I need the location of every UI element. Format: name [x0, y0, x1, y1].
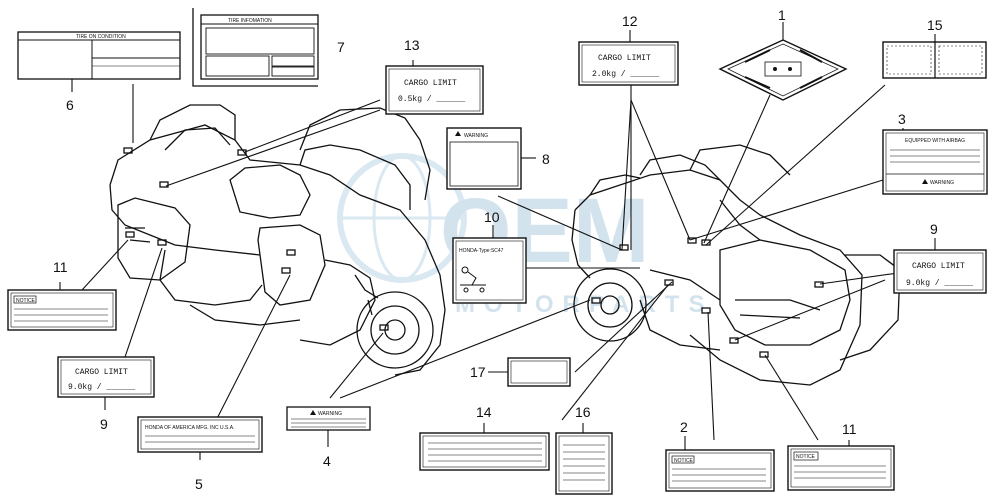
callout-9-right: 9 [930, 221, 938, 237]
tire-information-text: TIRE INFOMATION [228, 18, 272, 24]
honda-america-text: HONDA OF AMERICA MFG. INC U.S.A. [145, 425, 234, 431]
label-15-blank-panels [882, 41, 987, 79]
notice-2-text: NOTICE [674, 458, 694, 464]
label-1-diamond-emblem [718, 39, 848, 101]
label-9-cargo-limit-left: CARGO LIMIT 9.0kg / ______ [57, 356, 155, 398]
callout-17: 17 [470, 364, 486, 380]
cargo-12-title: CARGO LIMIT [598, 54, 651, 63]
callout-10: 10 [484, 209, 500, 225]
bracket-7 [192, 8, 318, 87]
cargo-13-value: 0.5kg / ______ [398, 95, 465, 104]
callout-8: 8 [542, 151, 550, 167]
honda-type-text: HONDA-Type:SC47 [459, 248, 504, 254]
callout-13: 13 [404, 37, 420, 53]
label-8-warning: WARNING [446, 127, 522, 190]
callout-14: 14 [476, 404, 492, 420]
label-7-tire-information: TIRE INFOMATION [200, 14, 319, 80]
callout-4: 4 [323, 453, 331, 469]
label-5-honda-america: HONDA OF AMERICA MFG. INC U.S.A. [137, 416, 263, 453]
notice-11a-text: NOTICE [16, 298, 36, 304]
label-11-notice-right: NOTICE [787, 445, 895, 491]
label-17-blank [507, 357, 571, 387]
callout-6: 6 [66, 97, 74, 113]
callout-7: 7 [337, 39, 345, 55]
label-14-lined [419, 432, 550, 471]
cargo-9b-title: CARGO LIMIT [912, 262, 965, 271]
cargo-13-title: CARGO LIMIT [404, 79, 457, 88]
watermark: OEM MOTORPARTS [337, 153, 704, 318]
cargo-9a-value: 9.0kg / ______ [68, 383, 135, 392]
warning-4-text: WARNING [318, 411, 342, 417]
label-16-lined [555, 432, 613, 495]
callout-3: 3 [898, 111, 906, 127]
airbag-text: EQUIPPED WITH AIRBAG [905, 138, 965, 144]
label-9-cargo-limit-right: CARGO LIMIT 9.0kg / ______ [893, 249, 987, 294]
label-11-notice-left: NOTICE [7, 289, 117, 331]
label-2-notice: NOTICE [665, 449, 775, 492]
callout-11-left: 11 [53, 259, 68, 275]
label-4-warning: WARNING [286, 406, 371, 431]
cargo-9a-title: CARGO LIMIT [75, 368, 128, 377]
tire-condition-text: TIRE ON CONDITION [76, 34, 126, 40]
callout-1: 1 [778, 7, 786, 23]
callout-2: 2 [680, 419, 688, 435]
motorcycle-left [109, 104, 446, 376]
cargo-9b-value: 9.0kg / ______ [906, 279, 973, 288]
callout-5: 5 [195, 476, 203, 492]
label-10-honda-type: HONDA-Type:SC47 [452, 237, 527, 304]
callout-11-right: 11 [842, 421, 857, 437]
callout-15: 15 [927, 17, 943, 33]
warning-8-text: WARNING [464, 133, 488, 139]
label-13-cargo-limit: CARGO LIMIT 0.5kg / ______ [385, 65, 484, 115]
airbag-warning-text: WARNING [930, 180, 954, 186]
leader-lines [59, 22, 936, 460]
cargo-12-value: 2.0kg / ______ [592, 70, 659, 79]
callout-12: 12 [622, 13, 638, 29]
label-12-cargo-limit: CARGO LIMIT 2.0kg / ______ [578, 41, 679, 86]
callout-9-left: 9 [100, 416, 108, 432]
callout-16: 16 [575, 404, 591, 420]
notice-11b-text: NOTICE [796, 454, 816, 460]
label-6-tire-condition: TIRE ON CONDITION [17, 31, 181, 80]
callout-numbers: 1 2 3 4 5 6 7 8 9 9 10 11 11 12 13 14 15… [53, 7, 943, 492]
label-3-airbag: EQUIPPED WITH AIRBAG WARNING [882, 129, 988, 195]
